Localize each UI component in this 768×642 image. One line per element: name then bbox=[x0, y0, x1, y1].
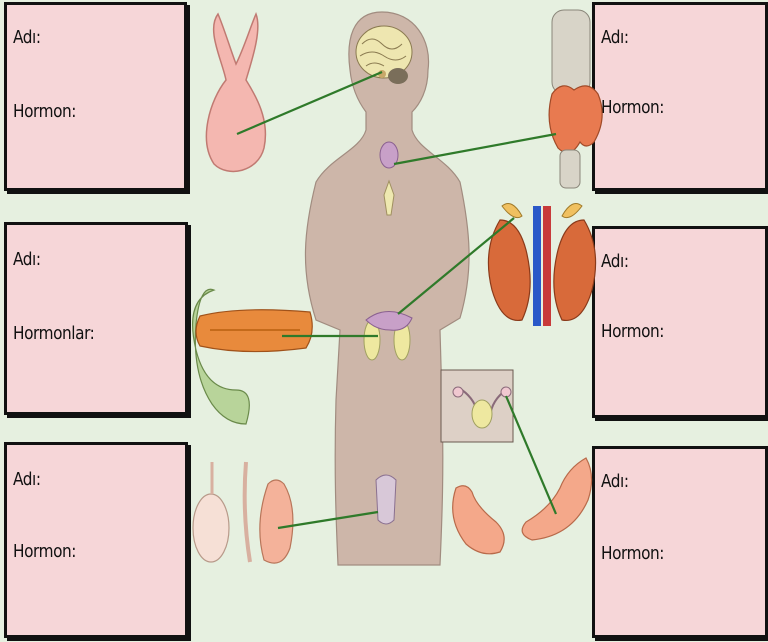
ovary-icon bbox=[453, 458, 592, 554]
pituitary-gland-icon bbox=[206, 14, 265, 171]
adrenal-kidney-icon bbox=[488, 204, 595, 326]
testis-icon bbox=[193, 462, 293, 563]
ovary-uterus-icon bbox=[441, 370, 513, 442]
thyroid-gland-icon bbox=[549, 10, 602, 188]
pancreas-icon bbox=[193, 289, 313, 424]
genital-region-icon bbox=[376, 475, 396, 524]
